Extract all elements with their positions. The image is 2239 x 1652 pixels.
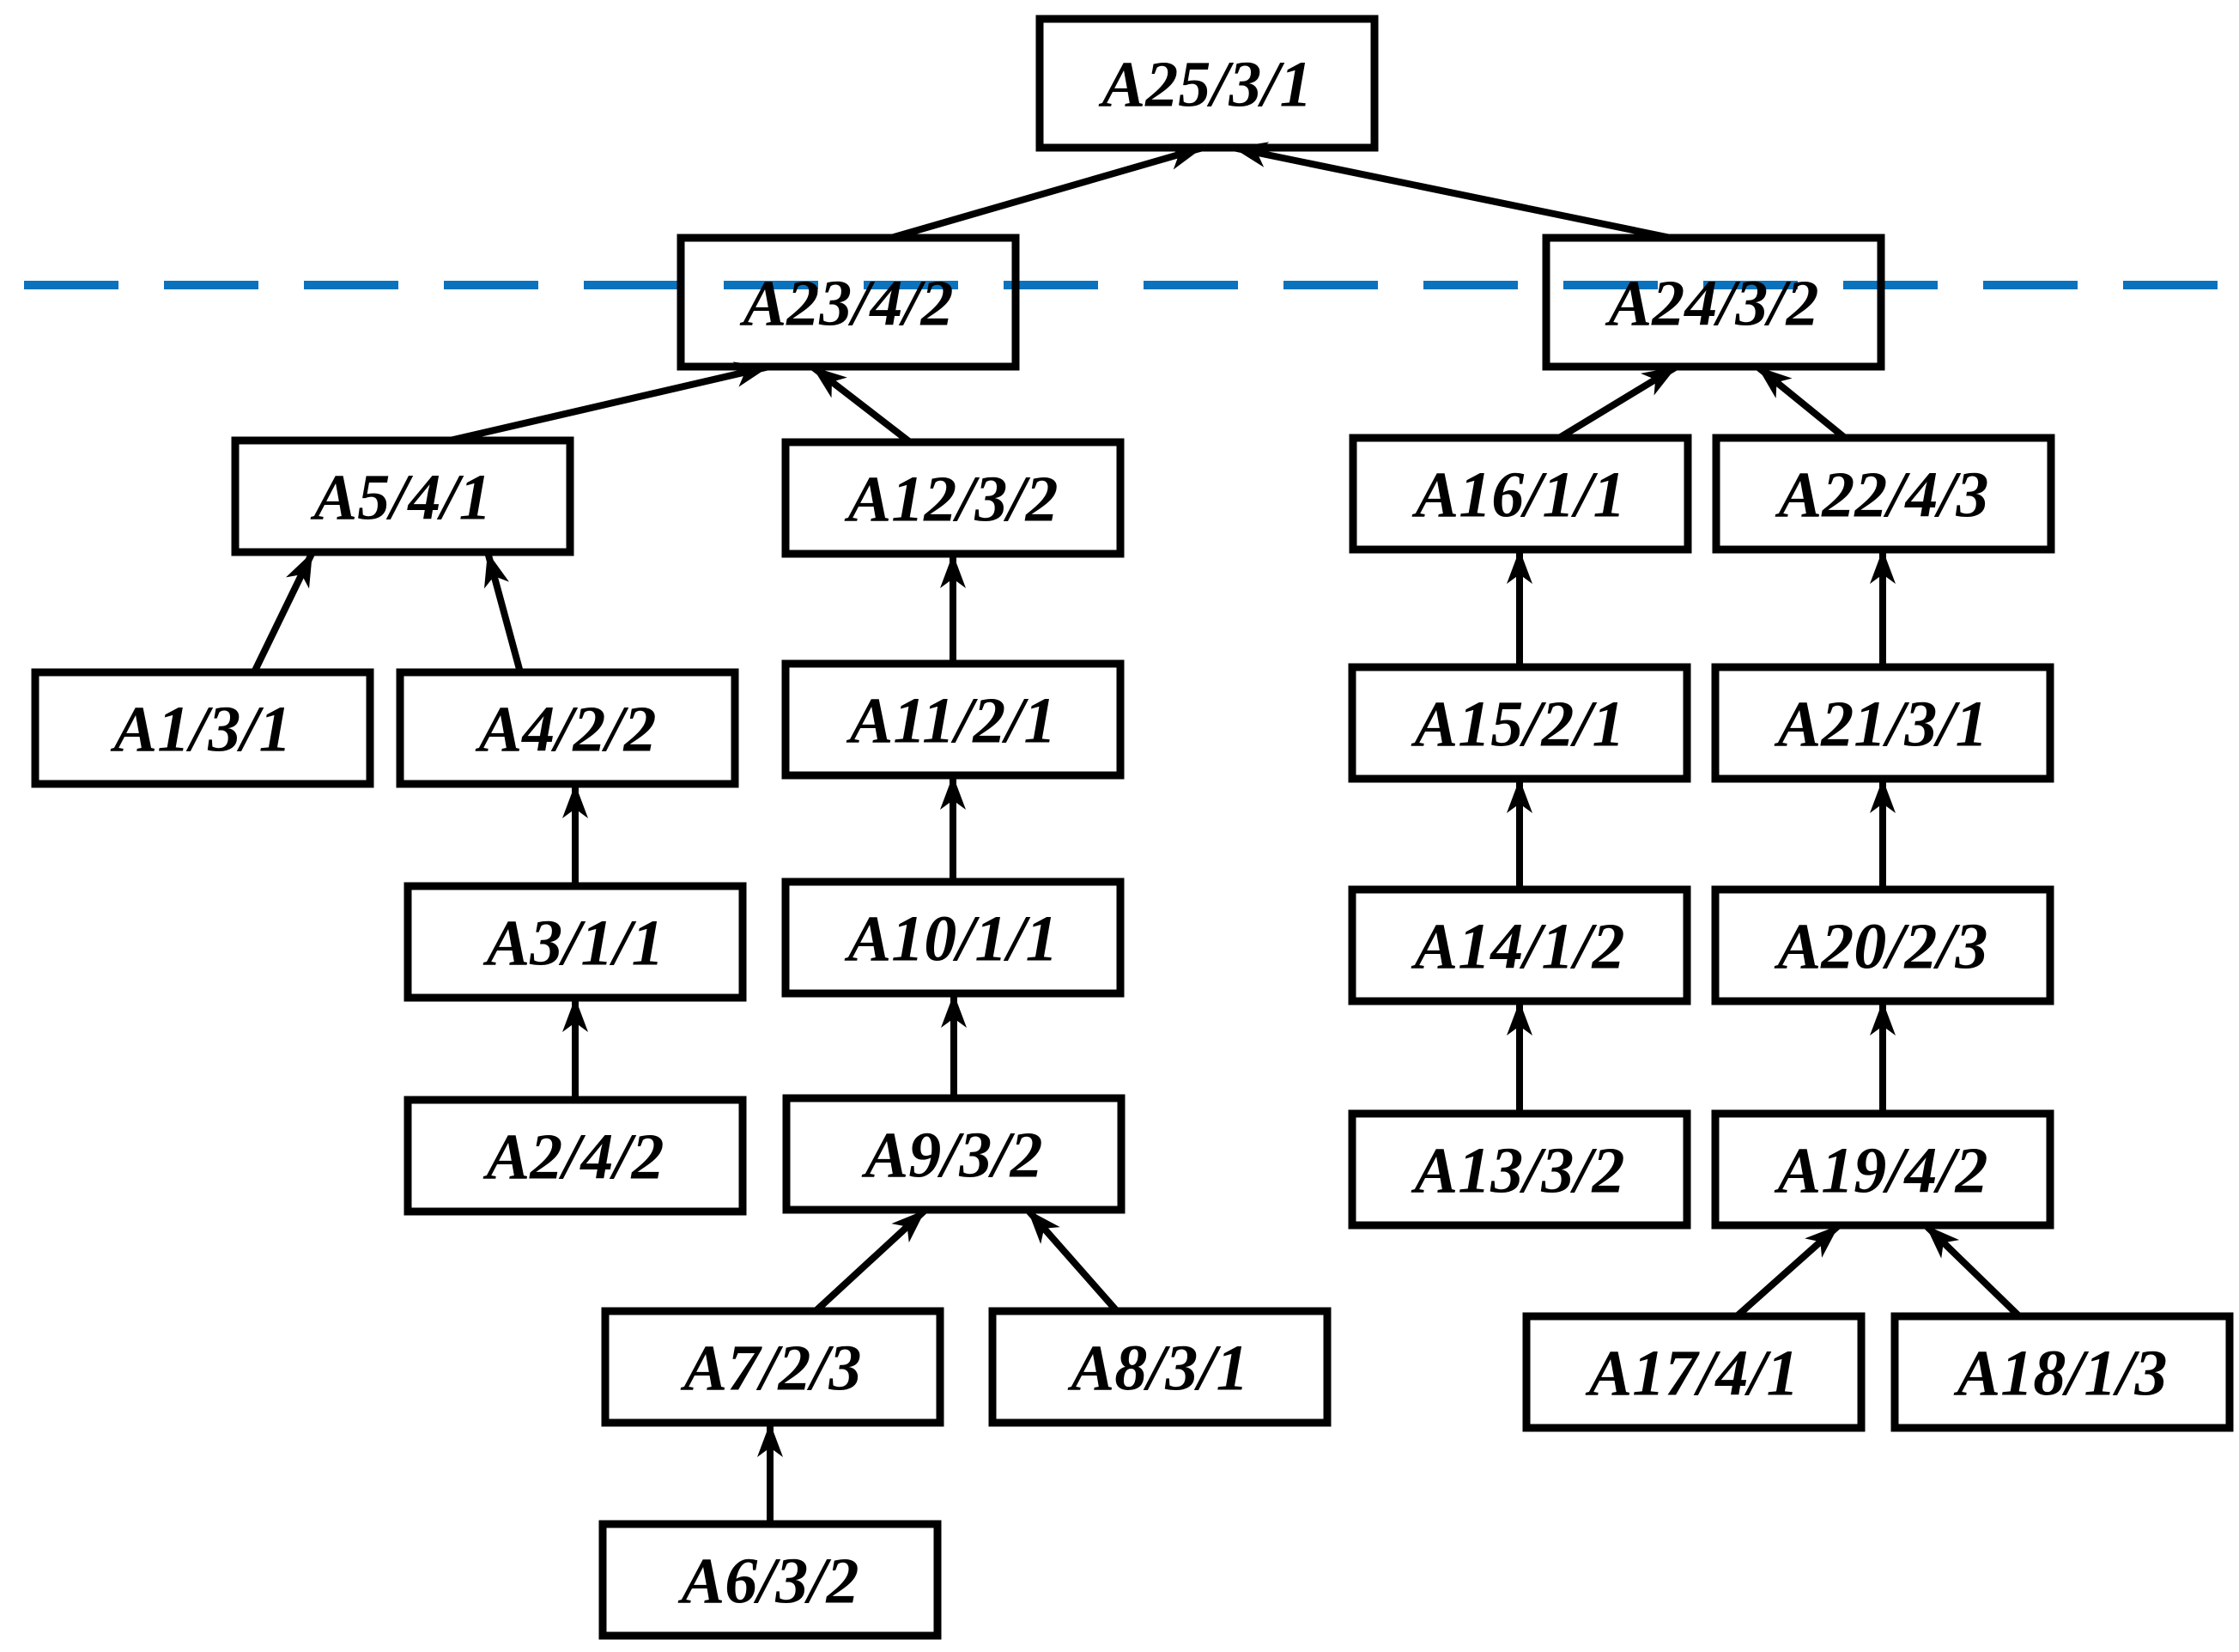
node-box-A22	[1712, 434, 2055, 554]
node-label-A1: A1/3/1	[111, 694, 292, 766]
node-box-A23	[677, 234, 1020, 371]
node-label-A5: A5/4/1	[311, 462, 492, 534]
node-box-A4	[396, 668, 739, 788]
node-label-A24: A24/3/2	[1605, 268, 1819, 340]
edge-arrow-A1-to-A5	[251, 550, 316, 674]
node-box-A13	[1348, 1109, 1691, 1230]
node-label-A17: A17/4/1	[1586, 1338, 1799, 1410]
node-box-A17	[1522, 1312, 1866, 1432]
node-box-A18	[1890, 1312, 2234, 1432]
node-label-A25: A25/3/1	[1099, 49, 1313, 121]
node-label-A12: A12/3/2	[845, 464, 1059, 536]
node-label-A10: A10/1/1	[845, 903, 1059, 975]
edge-arrow-A22-to-A24	[1755, 363, 1848, 441]
node-box-A3	[404, 882, 747, 1002]
node-label-A4: A4/2/2	[476, 694, 657, 766]
node-label-A22: A22/4/3	[1775, 459, 1989, 531]
node-box-A7	[601, 1307, 944, 1427]
node-label-A13: A13/3/2	[1411, 1135, 1625, 1207]
node-box-A21	[1711, 663, 2054, 783]
edge-arrow-A12-to-A23	[810, 363, 913, 446]
edge-arrow-A17-to-A19	[1734, 1223, 1842, 1319]
node-box-A2	[404, 1096, 747, 1216]
edge-arrow-A8-to-A9	[1024, 1207, 1120, 1314]
node-label-A19: A19/4/2	[1775, 1135, 1988, 1207]
edge-arrow-A24-to-A25	[1232, 142, 1672, 241]
edge-arrow-A7-to-A9	[813, 1207, 928, 1314]
node-box-A8	[988, 1307, 1332, 1427]
node-box-A25	[1035, 15, 1379, 152]
node-label-A8: A8/3/1	[1068, 1333, 1249, 1405]
node-label-A3: A3/1/1	[483, 908, 664, 980]
node-label-A15: A15/2/1	[1411, 689, 1625, 761]
node-label-A11: A11/2/1	[846, 685, 1057, 757]
node-label-A7: A7/2/3	[681, 1333, 862, 1405]
node-label-A9: A9/3/2	[862, 1120, 1043, 1192]
node-box-A15	[1348, 663, 1691, 783]
node-box-A6	[598, 1520, 942, 1640]
edge-arrow-A4-to-A5	[484, 550, 524, 674]
node-box-A10	[781, 878, 1125, 998]
edge-arrow-A5-to-A23	[449, 361, 770, 444]
node-label-A23: A23/4/2	[740, 268, 954, 340]
node-label-A16: A16/1/1	[1412, 459, 1626, 531]
node-label-A21: A21/3/1	[1775, 689, 1988, 761]
node-box-A19	[1711, 1109, 2054, 1230]
node-box-A16	[1349, 434, 1692, 554]
node-label-A20: A20/2/3	[1775, 911, 1988, 983]
node-box-A5	[231, 436, 574, 556]
node-box-A12	[781, 438, 1125, 558]
node-box-A24	[1542, 234, 1885, 371]
edge-arrow-A23-to-A25	[889, 144, 1204, 241]
node-box-A14	[1348, 885, 1691, 1005]
node-box-A1	[31, 668, 374, 788]
node-label-A2: A2/4/2	[483, 1121, 664, 1193]
node-box-A11	[781, 659, 1125, 780]
node-box-A9	[782, 1094, 1126, 1214]
node-label-A18: A18/1/3	[1954, 1338, 2168, 1410]
node-label-A14: A14/1/2	[1411, 911, 1625, 983]
node-box-A20	[1711, 885, 2054, 1005]
edge-arrow-A16-to-A24	[1556, 363, 1679, 441]
edge-arrow-A18-to-A19	[1923, 1223, 2022, 1319]
node-label-A6: A6/3/2	[678, 1546, 859, 1618]
